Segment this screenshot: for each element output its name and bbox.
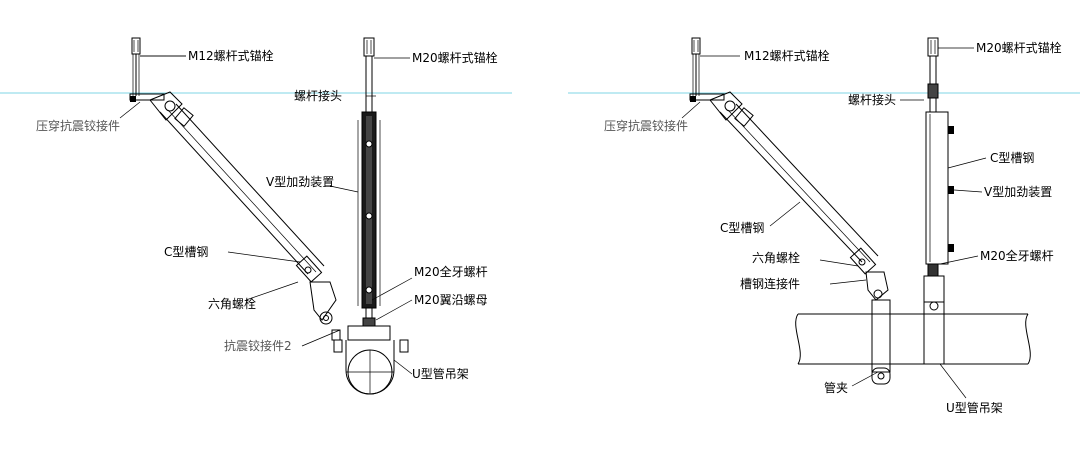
right-label-pipe-clamp: 管夹 <box>824 380 848 395</box>
left-v-stiffener <box>357 111 381 309</box>
right-pipe-clamp <box>865 271 891 385</box>
left-m20-anchor <box>363 37 410 112</box>
left-m12-anchor <box>131 37 186 96</box>
right-label-c-channel-brace: C型槽钢 <box>720 221 764 235</box>
left-press-hinge <box>119 91 194 127</box>
right-label-m20-anchor: M20螺杆式锚栓 <box>976 40 1062 55</box>
right-press-hinge <box>689 91 754 127</box>
right-label-rod-joint: 螺杆接头 <box>848 92 896 107</box>
left-label-hinge2: 抗震铰接件2 <box>224 338 292 353</box>
left-label-m20-anchor: M20螺杆式锚栓 <box>412 50 498 65</box>
left-label-m20-flange-nut: M20翼沿螺母 <box>414 293 488 307</box>
left-hinge-2 <box>309 281 341 341</box>
left-label-hex-bolt: 六角螺栓 <box>208 296 256 311</box>
right-label-v-stiffener: V型加劲装置 <box>984 185 1052 199</box>
left-u-hanger <box>333 325 409 395</box>
right-vertical-c-channel <box>925 111 954 265</box>
right-label-m20-full-rod: M20全牙螺杆 <box>980 248 1054 263</box>
left-support-diagram: M12螺杆式锚栓 M20螺杆式锚栓 压穿抗震铰接件 螺杆接头 V型加劲装置 C型… <box>36 37 498 395</box>
left-m20-full-rod <box>362 308 376 327</box>
left-diagonal-c-channel <box>159 103 325 283</box>
right-label-hex-bolt: 六角螺栓 <box>752 250 800 265</box>
left-label-m20-full-rod: M20全牙螺杆 <box>414 264 488 279</box>
right-label-c-channel-vertical: C型槽钢 <box>990 151 1034 165</box>
right-label-m12-anchor: M12螺杆式锚栓 <box>744 48 830 63</box>
right-support-diagram: M12螺杆式锚栓 M20螺杆式锚栓 压穿抗震铰接件 螺杆接头 C型槽钢 V型加劲… <box>604 37 1062 415</box>
right-diagonal-c-channel <box>719 103 879 275</box>
left-label-v-stiffener: V型加劲装置 <box>266 175 334 189</box>
right-m12-anchor <box>691 37 701 96</box>
right-label-channel-connector: 槽钢连接件 <box>740 276 800 291</box>
left-label-c-channel: C型槽钢 <box>164 245 208 259</box>
right-label-press-hinge: 压穿抗震铰接件 <box>604 118 688 133</box>
left-label-u-hanger: U型管吊架 <box>412 366 469 381</box>
left-label-m12-anchor: M12螺杆式锚栓 <box>188 48 274 63</box>
left-label-rod-joint: 螺杆接头 <box>294 88 342 103</box>
left-label-press-hinge: 压穿抗震铰接件 <box>36 118 120 133</box>
right-pipe <box>795 313 1031 365</box>
right-label-u-hanger: U型管吊架 <box>946 400 1003 415</box>
right-m20-anchor <box>927 37 939 112</box>
